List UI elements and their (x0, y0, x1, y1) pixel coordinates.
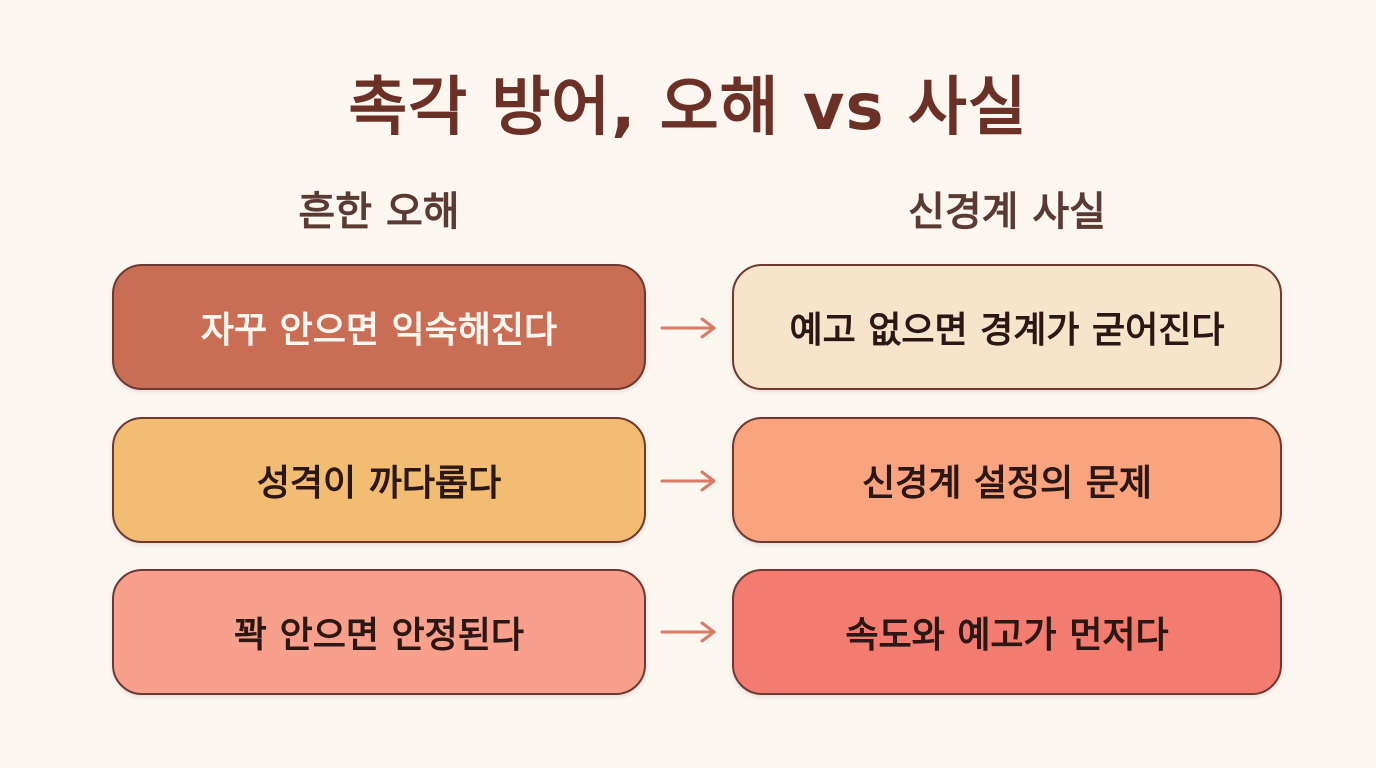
arrow-right-icon (660, 621, 716, 643)
fact-box-1: 예고 없으면 경계가 굳어진다 (732, 264, 1282, 390)
fact-text-2: 신경계 설정의 문제 (861, 463, 1153, 504)
myth-text-3: 꽉 안으면 안정된다 (233, 615, 525, 656)
arrow-right-icon (660, 317, 716, 339)
myth-box-2: 성격이 까다롭다 (112, 417, 646, 543)
arrow-right-icon (660, 470, 716, 492)
myths-column-header: 흔한 오해 (298, 189, 460, 235)
myth-text-1: 자꾸 안으면 익숙해진다 (200, 310, 558, 351)
fact-text-1: 예고 없으면 경계가 굳어진다 (789, 310, 1225, 351)
fact-box-2: 신경계 설정의 문제 (732, 417, 1282, 543)
fact-box-3: 속도와 예고가 먼저다 (732, 569, 1282, 695)
page-title: 촉각 방어, 오해 vs 사실 (348, 71, 1028, 145)
fact-text-3: 속도와 예고가 먼저다 (845, 615, 1169, 656)
myth-box-3: 꽉 안으면 안정된다 (112, 569, 646, 695)
facts-column-header: 신경계 사실 (908, 189, 1106, 235)
myth-text-2: 성격이 까다롭다 (256, 463, 502, 504)
myth-box-1: 자꾸 안으면 익숙해진다 (112, 264, 646, 390)
